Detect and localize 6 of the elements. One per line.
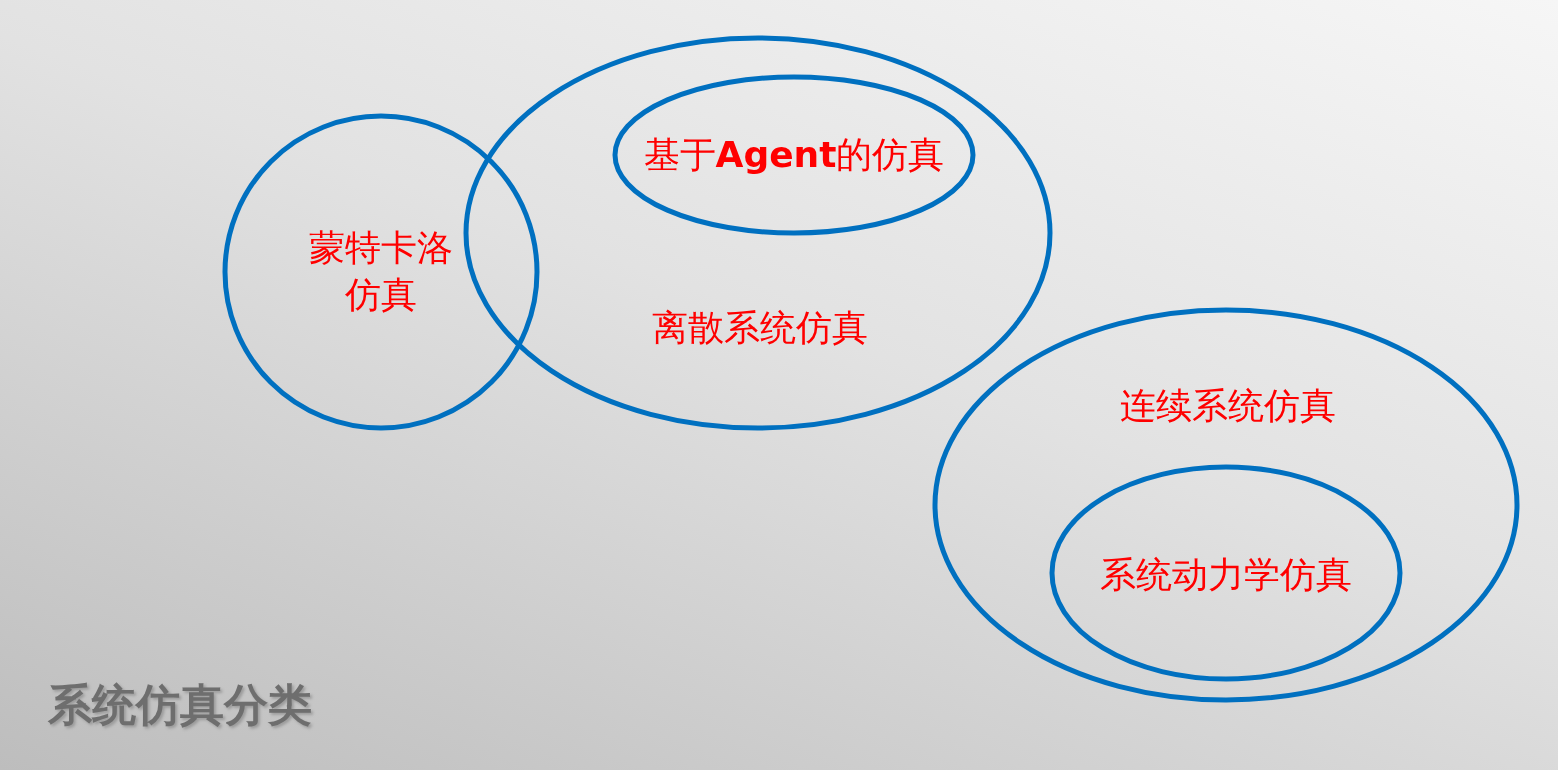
region-label: 连续系统仿真 — [1120, 383, 1336, 428]
diagram-title: 系统仿真分类 — [48, 678, 312, 732]
region-label: 系统动力学仿真 — [1100, 552, 1352, 597]
region-label: 蒙特卡洛仿真 — [309, 226, 453, 317]
region-label: 离散系统仿真 — [652, 305, 868, 350]
region-label: 基于Agent的仿真 — [643, 132, 945, 177]
